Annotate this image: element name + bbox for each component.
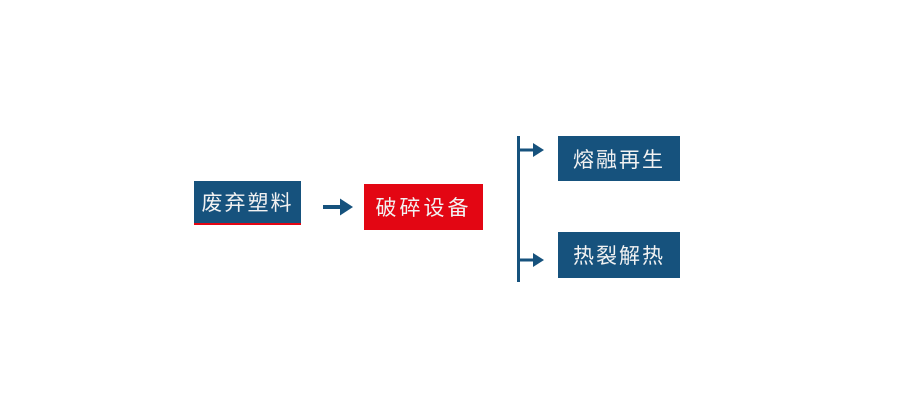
branch-arrow-bottom-icon bbox=[517, 253, 544, 267]
node-melt-regeneration-label: 熔融再生 bbox=[573, 148, 665, 172]
node-pyrolysis-heat: 热裂解热 bbox=[558, 232, 680, 278]
node-crushing-equipment-label: 破碎设备 bbox=[375, 197, 472, 220]
branch-arrow-top-icon bbox=[517, 143, 544, 157]
node-melt-regeneration: 熔融再生 bbox=[558, 136, 680, 181]
node-waste-plastic-label: 废弃塑料 bbox=[201, 192, 294, 215]
node-pyrolysis-heat-label: 热裂解热 bbox=[573, 245, 665, 268]
arrow-right-icon bbox=[323, 198, 353, 216]
node-waste-plastic: 废弃塑料 bbox=[194, 181, 301, 225]
node-crushing-equipment: 破碎设备 bbox=[364, 184, 483, 230]
